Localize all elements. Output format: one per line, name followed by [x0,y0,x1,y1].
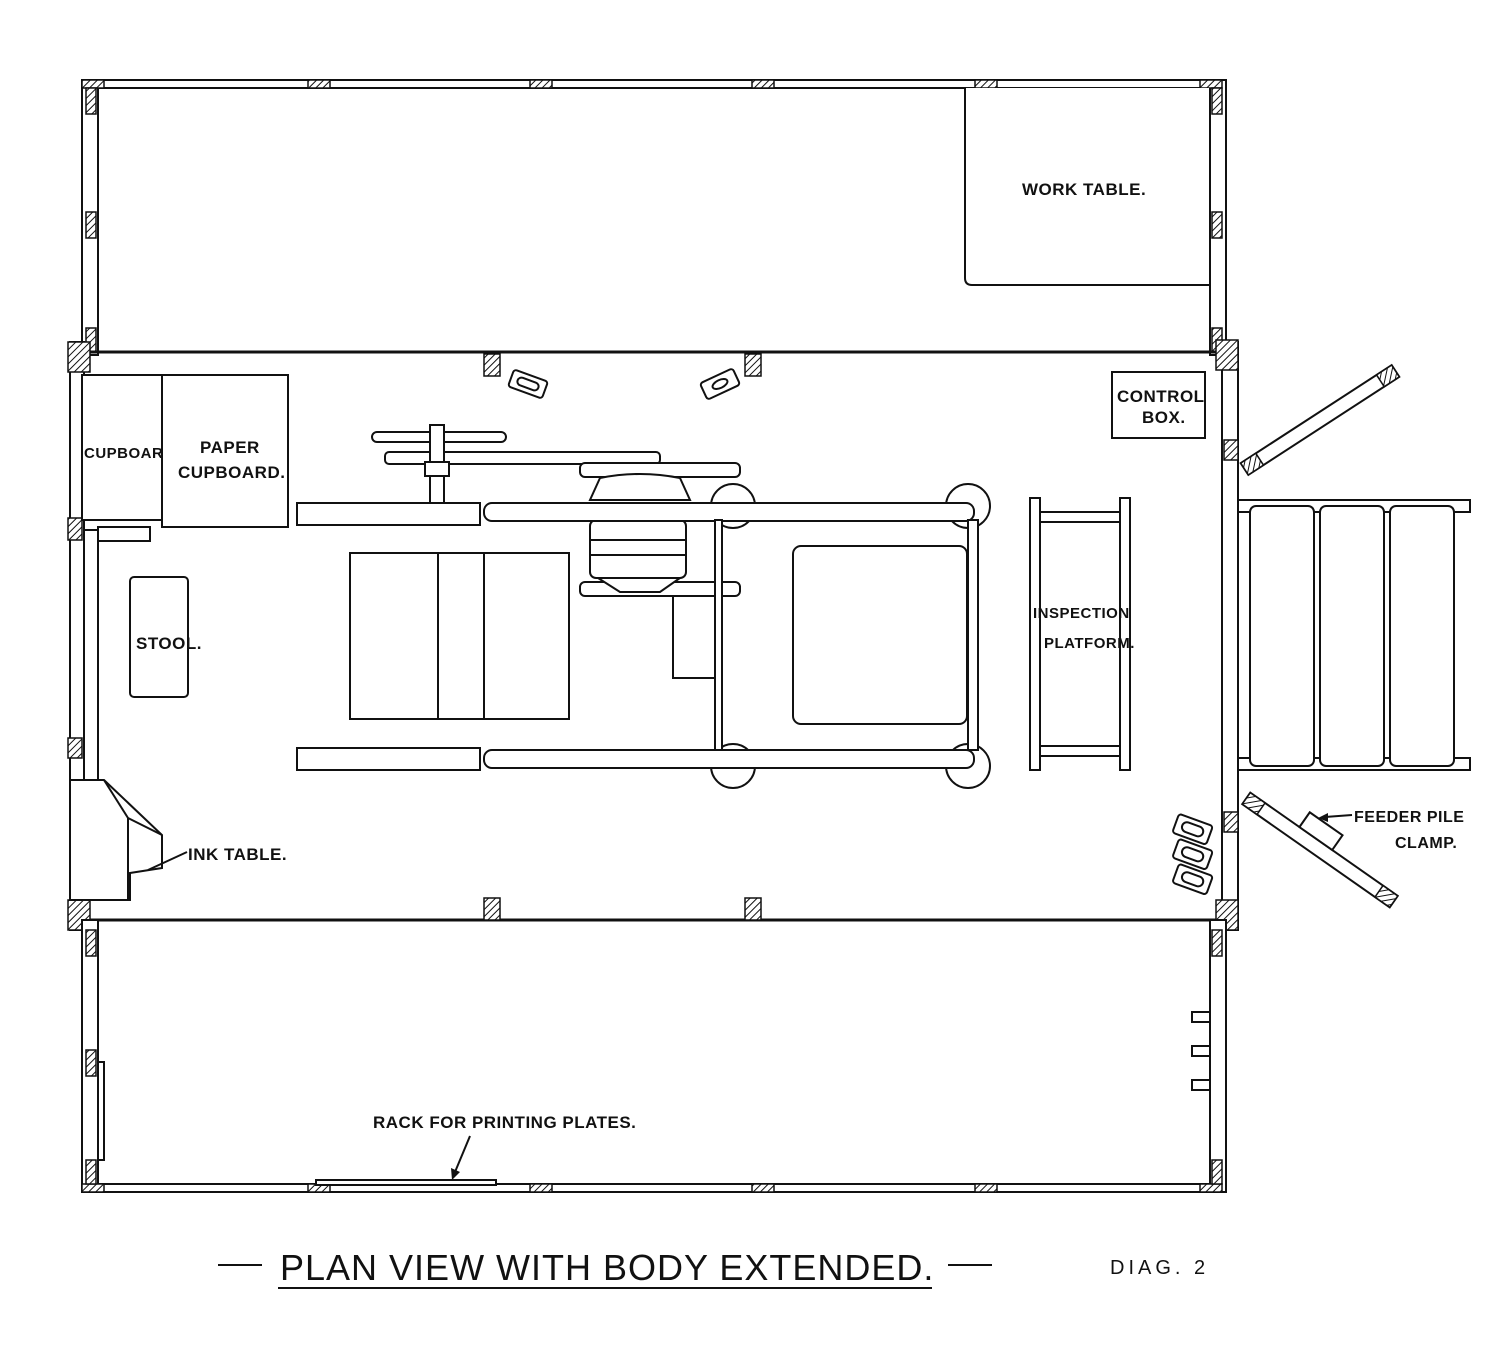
stool-label: STOOL. [136,634,202,653]
bottom-extension [81,919,1227,1193]
stool: STOOL. [129,576,202,698]
feeder: FEEDER PILE CLAMP. [1237,363,1471,909]
top-extension [81,79,1227,356]
inspection-platform-label-2: PLATFORM. [1044,635,1135,652]
cupboard: CUPBOARD. [81,374,179,521]
rack-label: RACK FOR PRINTING PLATES. [373,1113,636,1132]
printing-plate-rack: RACK FOR PRINTING PLATES. [315,1113,636,1186]
control-box: CONTROL BOX. [1111,371,1206,439]
ink-table-label: INK TABLE. [188,845,287,864]
paper-cupboard-label-2: CUPBOARD. [178,463,285,482]
diagram-title: PLAN VIEW WITH BODY EXTENDED. [280,1247,934,1288]
feeder-pile-clamp-label-1: FEEDER PILE [1354,809,1464,826]
wall-plates [507,368,1214,895]
feeder-pile-clamp-label-2: CLAMP. [1395,835,1457,852]
work-table-label: WORK TABLE. [1022,180,1146,199]
work-table: WORK TABLE. [964,88,1211,286]
inspection-platform: INSPECTION PLATFORM. [1029,497,1135,771]
diagram-ref: DIAG. 2 [1110,1257,1209,1279]
printing-press [296,424,991,789]
paper-cupboard-label-1: PAPER [200,438,260,457]
paper-cupboard: PAPER CUPBOARD. [97,374,289,542]
main-body [67,339,1239,931]
control-box-label-2: BOX. [1142,408,1186,427]
title-block: PLAN VIEW WITH BODY EXTENDED. DIAG. 2 [218,1247,1209,1289]
control-box-label-1: CONTROL [1117,387,1205,406]
cupboard-label: CUPBOARD. [84,445,179,462]
inspection-platform-label-1: INSPECTION [1033,605,1130,622]
ink-table: INK TABLE. [69,779,287,901]
